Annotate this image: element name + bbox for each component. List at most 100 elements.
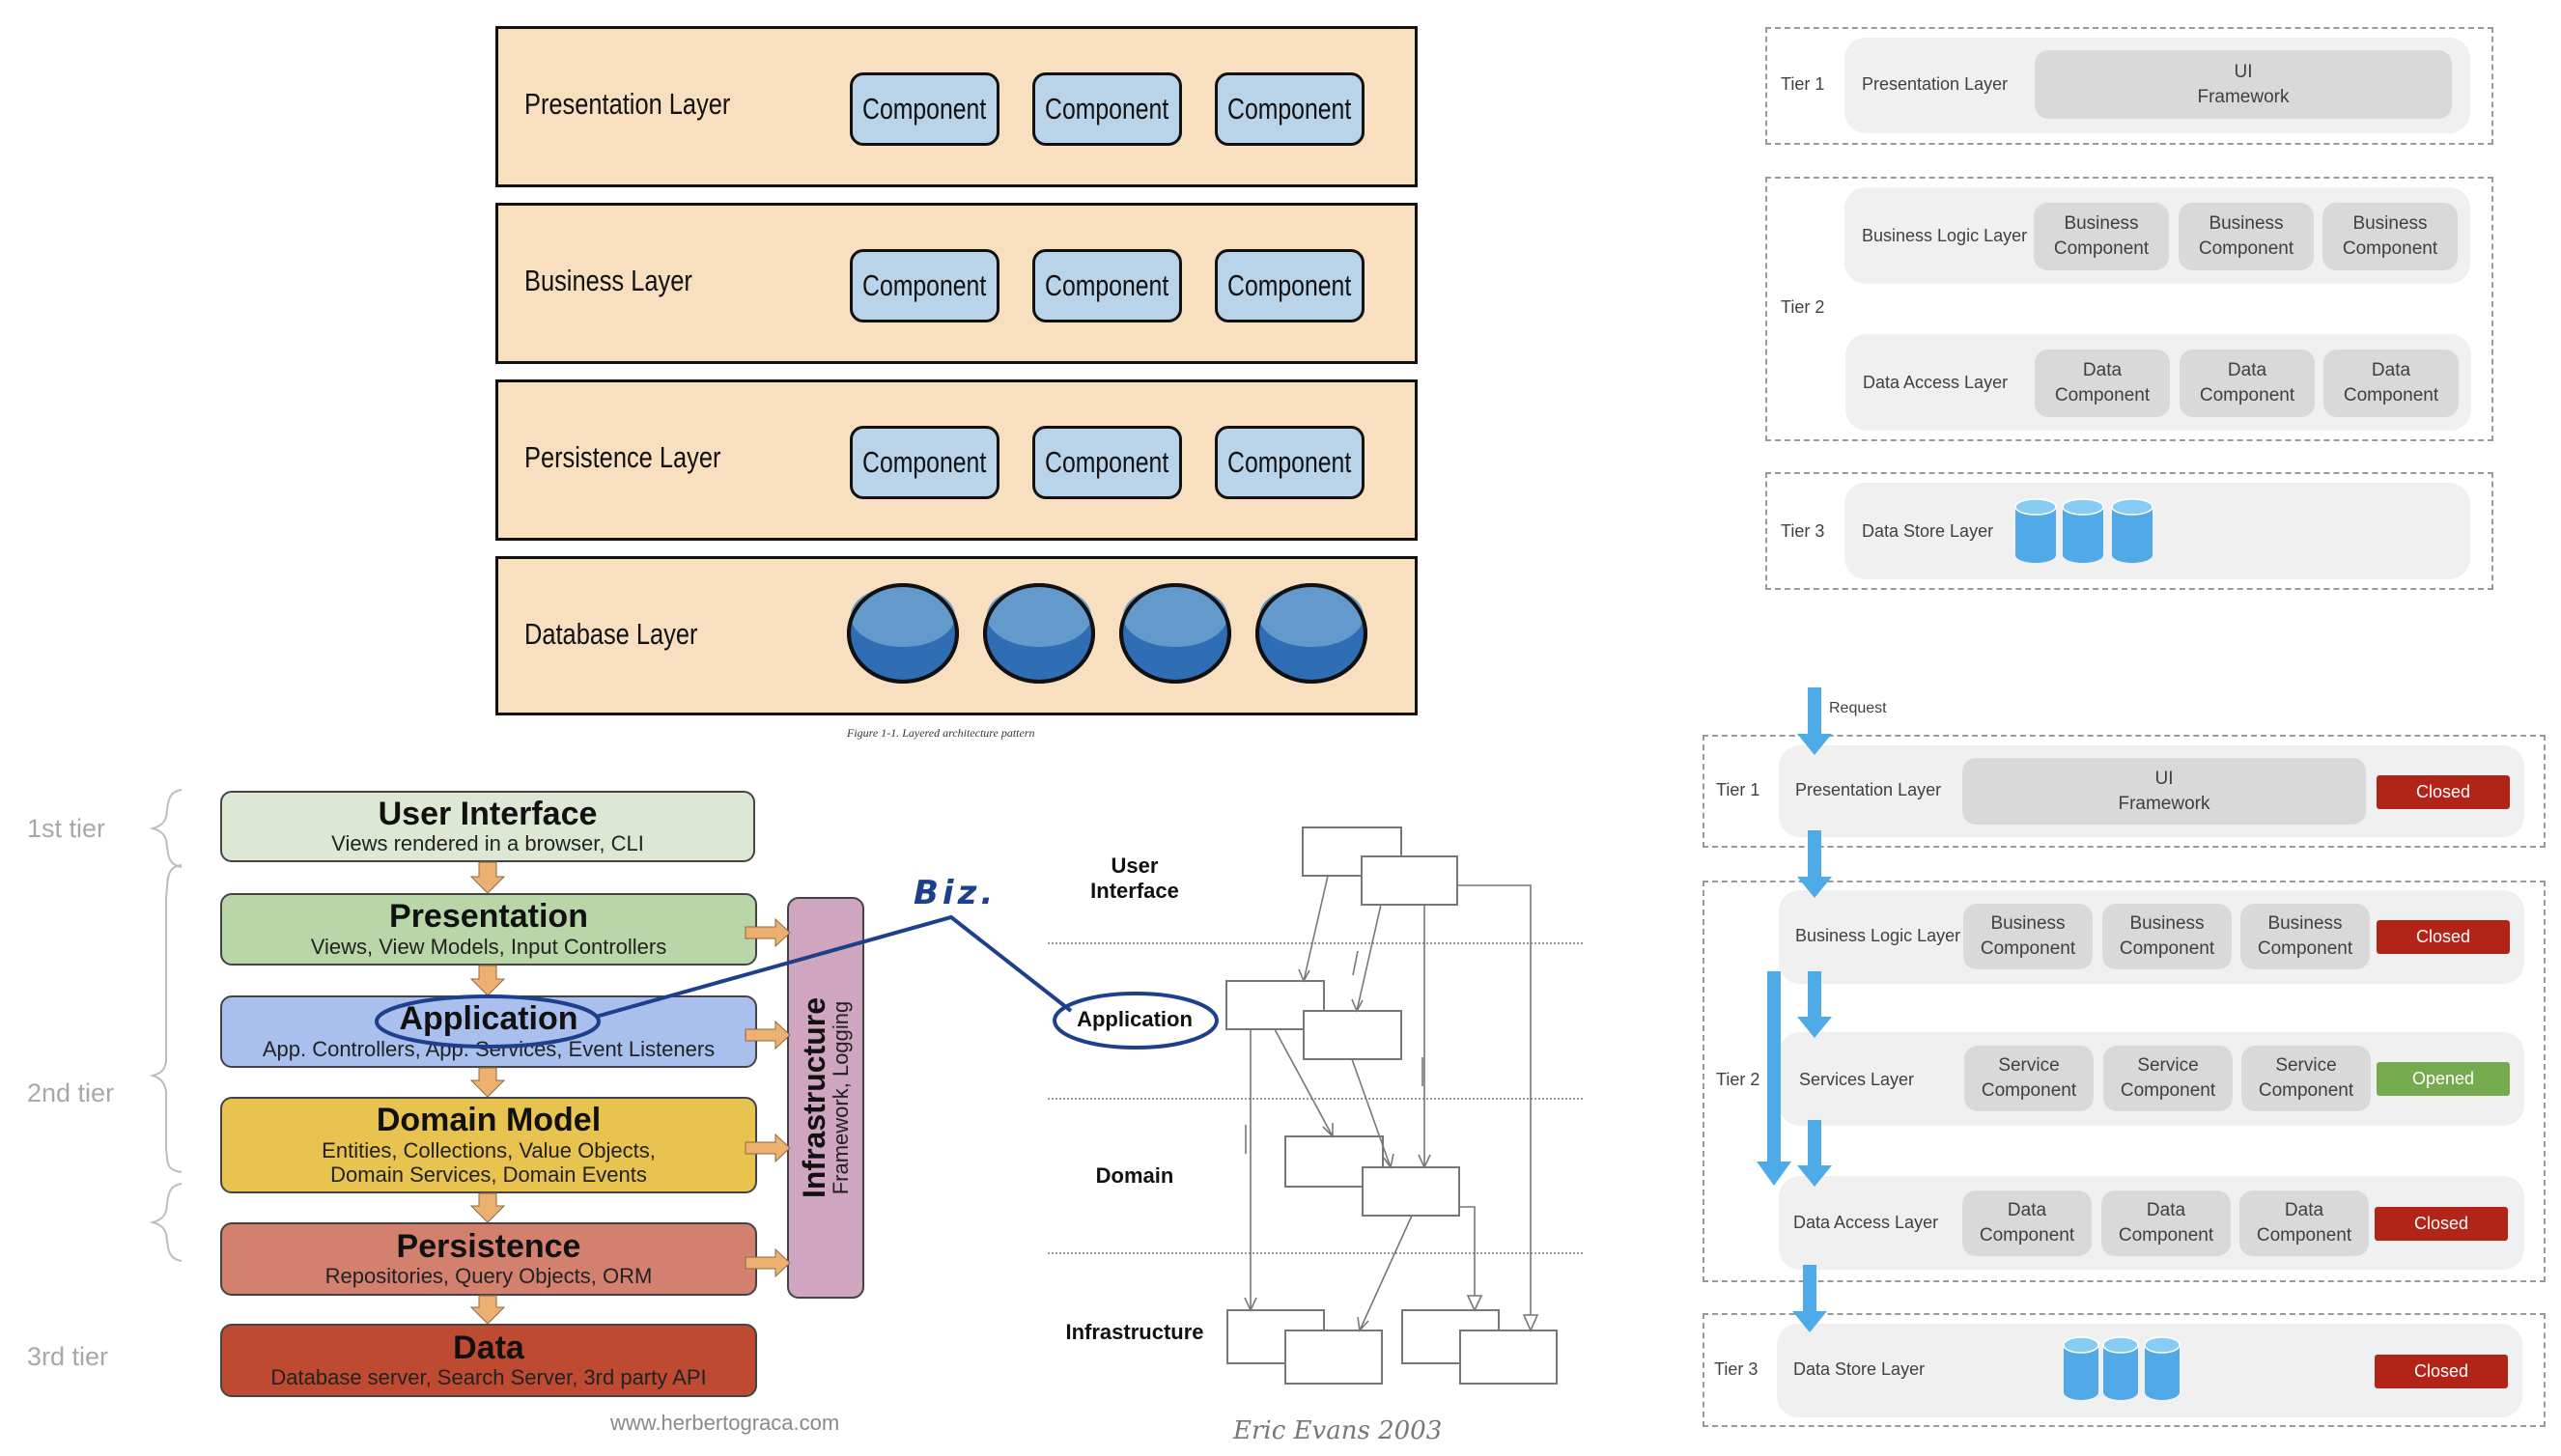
persistence-layer: Persistence Layer Component Component Co… [495,379,1418,541]
arrow-head-icon [1357,1316,1369,1332]
component-box: Component [1215,426,1365,499]
user-interface-layer: User Interface Views rendered in a brows… [220,791,755,862]
layer-name: Business Logic Layer [1795,926,1961,945]
brace-icon [149,789,183,868]
tier-label: 1st tier [27,814,106,843]
dependency-line [1303,875,1329,982]
database-layer: Database Layer [495,556,1418,715]
tier-label: Tier 2 [1716,1070,1760,1089]
arrow-head-icon [1322,1123,1334,1138]
arrow-down-icon [469,861,506,894]
database-icon [2014,498,2057,563]
arrow-head-icon [1244,1297,1257,1312]
class-box [1361,855,1458,906]
arrow-down-icon [469,1067,506,1098]
database-icon [1119,583,1231,684]
class-box [1303,1010,1402,1060]
database-group [847,583,1367,684]
tier-label: Tier 2 [1781,297,1825,317]
tier-label: Tier 1 [1781,74,1825,94]
layer-name: Database Layer [524,617,698,651]
reverse-mark [1352,950,1359,976]
domain-model-layer: Domain Model Entities, Collections, Valu… [220,1097,757,1193]
tier3-boundary [1765,472,2493,590]
database-icon [2063,1336,2099,1400]
layer-name: Data Access Layer [1793,1213,1939,1232]
tier-label: Tier 3 [1714,1359,1759,1379]
tier2-boundary [1765,177,2493,441]
layer-label-application: Application [1077,1007,1193,1031]
database-icon [2062,498,2104,563]
closed-status-badge: Closed [2377,775,2510,809]
dependency-line [1459,1206,1476,1310]
component-box: Component [850,249,999,322]
database-icon [2144,1336,2181,1400]
class-box [1302,826,1402,877]
closed-status-badge: Closed [2377,920,2510,954]
layer-name: Presentation Layer [524,87,731,121]
ui-framework-box: UI Framework [2035,50,2452,119]
component-box: Component [1032,72,1182,146]
class-box [1225,980,1325,1030]
database-icon [1255,583,1367,684]
tier-label: Tier 1 [1716,780,1760,799]
layer-label-user-interface: User Interface [1090,854,1179,903]
component-box: Component [850,426,999,499]
component-box: Component [850,72,999,146]
arrow-head-icon [1466,1295,1483,1312]
ui-framework-box: UI Framework [1962,758,2366,825]
layer-name: Business Layer [524,264,692,297]
tier3-boundary [1703,1313,2546,1427]
dependency-line [1356,904,1382,1012]
arrow-head-icon [1382,1153,1394,1169]
tier1-boundary [1765,27,2493,145]
arrow-head-icon [1418,1154,1431,1169]
layer-name: Data Store Layer [1793,1359,1926,1379]
database-icon [847,583,959,684]
tier-label: Tier 3 [1781,521,1825,541]
component-box: Component [1032,426,1182,499]
closed-status-badge: Closed [2375,1207,2508,1241]
tier2-boundary [1703,881,2546,1282]
database-group [2014,498,2153,563]
presentation-layer: Presentation Views, View Models, Input C… [220,893,757,966]
component-box: Component [1215,249,1365,322]
dependency-line [1457,884,1532,1330]
dependency-line [1274,1028,1334,1137]
presentation-layer: Presentation Layer Component Component C… [495,26,1418,187]
layer-name: Presentation Layer [1795,780,1942,799]
closed-status-badge: Closed [2375,1355,2508,1388]
arrow-down-icon [469,1192,506,1223]
business-layer: Business Layer Component Component Compo… [495,203,1418,364]
brace-icon [149,864,183,1173]
layer-label-infrastructure: Infrastructure [1065,1320,1204,1344]
layer-name: Presentation Layer [1862,74,2009,94]
class-box [1362,1166,1460,1217]
persistence-layer: Persistence Repositories, Query Objects,… [220,1222,757,1296]
arrow-head-icon [1522,1314,1539,1332]
application-layer: Application App. Controllers, App. Servi… [220,995,757,1068]
component-box: Component [1032,249,1182,322]
credit-text: Eric Evans 2003 [1233,1416,1443,1445]
infrastructure-layer: Infrastructure Framework, Logging [787,897,864,1299]
credit-text: www.herbertograca.com [610,1411,840,1435]
opened-status-badge: Opened [2377,1062,2510,1096]
arrow-head-icon [1298,968,1310,983]
layer-name: Persistence Layer [524,440,721,474]
database-icon [2102,1336,2139,1400]
layer-name: Data Access Layer [1863,373,2009,392]
database-group [2063,1336,2181,1400]
layer-name: Services Layer [1799,1070,1915,1089]
tier-label: 2nd tier [27,1078,115,1107]
